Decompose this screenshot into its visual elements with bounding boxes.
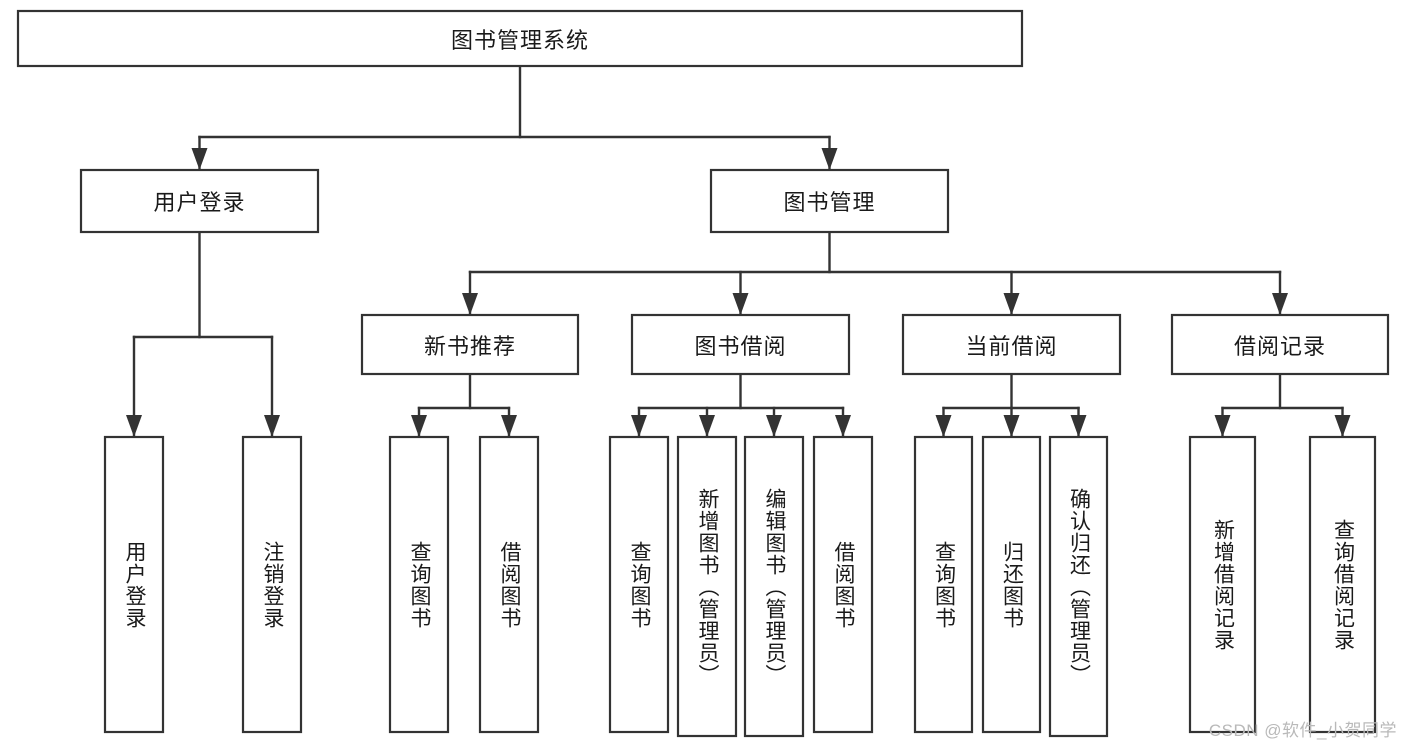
node-user-login[interactable]	[79, 168, 320, 234]
node-borrow-records[interactable]	[1170, 313, 1390, 376]
root-arrow-0	[191, 148, 208, 170]
new-book-recommend-arrow-1	[501, 415, 517, 437]
root-arrow-1	[821, 148, 838, 170]
watermark-text: CSDN @软件_小贺同学	[1208, 721, 1397, 740]
node-leaf-return-book[interactable]	[981, 435, 1042, 734]
user-login-arrow-1	[264, 415, 280, 437]
book-management-arrow-1	[732, 293, 749, 315]
borrow-records-arrow-1	[1334, 415, 1351, 437]
book-management-arrow-0	[462, 293, 478, 315]
node-leaf-query-book-1[interactable]	[388, 435, 450, 734]
current-borrow-arrow-0	[935, 415, 952, 437]
node-leaf-query-book-3[interactable]	[913, 435, 974, 734]
node-leaf-query-record[interactable]	[1308, 435, 1377, 734]
node-leaf-edit-book[interactable]	[743, 435, 805, 738]
boxes-group	[16, 9, 1390, 738]
borrow-records-arrow-0	[1214, 415, 1231, 437]
node-leaf-add-book[interactable]	[676, 435, 738, 738]
node-leaf-logout[interactable]	[241, 435, 303, 734]
edges-group	[126, 64, 1351, 439]
node-book-management[interactable]	[709, 168, 950, 234]
current-borrow-arrow-2	[1070, 415, 1087, 437]
node-book-borrow[interactable]	[630, 313, 851, 376]
node-leaf-confirm-return[interactable]	[1048, 435, 1109, 738]
node-current-borrow[interactable]	[901, 313, 1122, 376]
book-management-arrow-2	[1003, 293, 1020, 315]
book-borrow-arrow-0	[631, 415, 647, 437]
current-borrow-arrow-1	[1003, 415, 1020, 437]
node-root[interactable]	[16, 9, 1024, 68]
node-leaf-borrow-book-1[interactable]	[478, 435, 540, 734]
new-book-recommend-arrow-0	[411, 415, 427, 437]
book-borrow-arrow-2	[766, 415, 782, 437]
user-login-arrow-0	[126, 415, 142, 437]
node-leaf-borrow-book-2[interactable]	[812, 435, 874, 734]
node-leaf-user-login[interactable]	[103, 435, 165, 734]
node-leaf-query-book-2[interactable]	[608, 435, 670, 734]
book-borrow-arrow-1	[699, 415, 715, 437]
node-new-book-recommend[interactable]	[360, 313, 580, 376]
book-borrow-arrow-3	[835, 415, 851, 437]
node-leaf-add-record[interactable]	[1188, 435, 1257, 734]
book-management-arrow-3	[1272, 293, 1288, 315]
